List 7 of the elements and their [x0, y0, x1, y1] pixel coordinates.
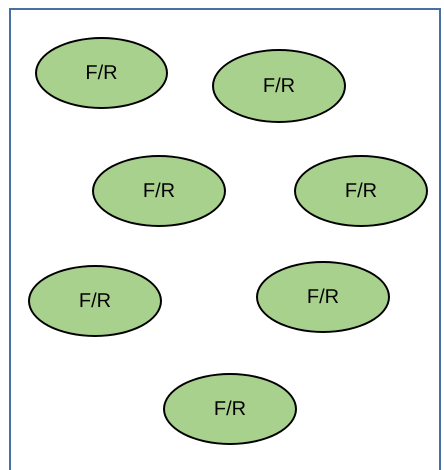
node-label: F/R: [78, 288, 112, 314]
node-label: F/R: [214, 396, 246, 422]
node-label: F/R: [142, 178, 176, 204]
node-label: F/R: [306, 284, 340, 310]
node-label: F/R: [262, 74, 296, 98]
node-label: F/R: [85, 60, 118, 86]
node-label: F/R: [344, 178, 378, 204]
